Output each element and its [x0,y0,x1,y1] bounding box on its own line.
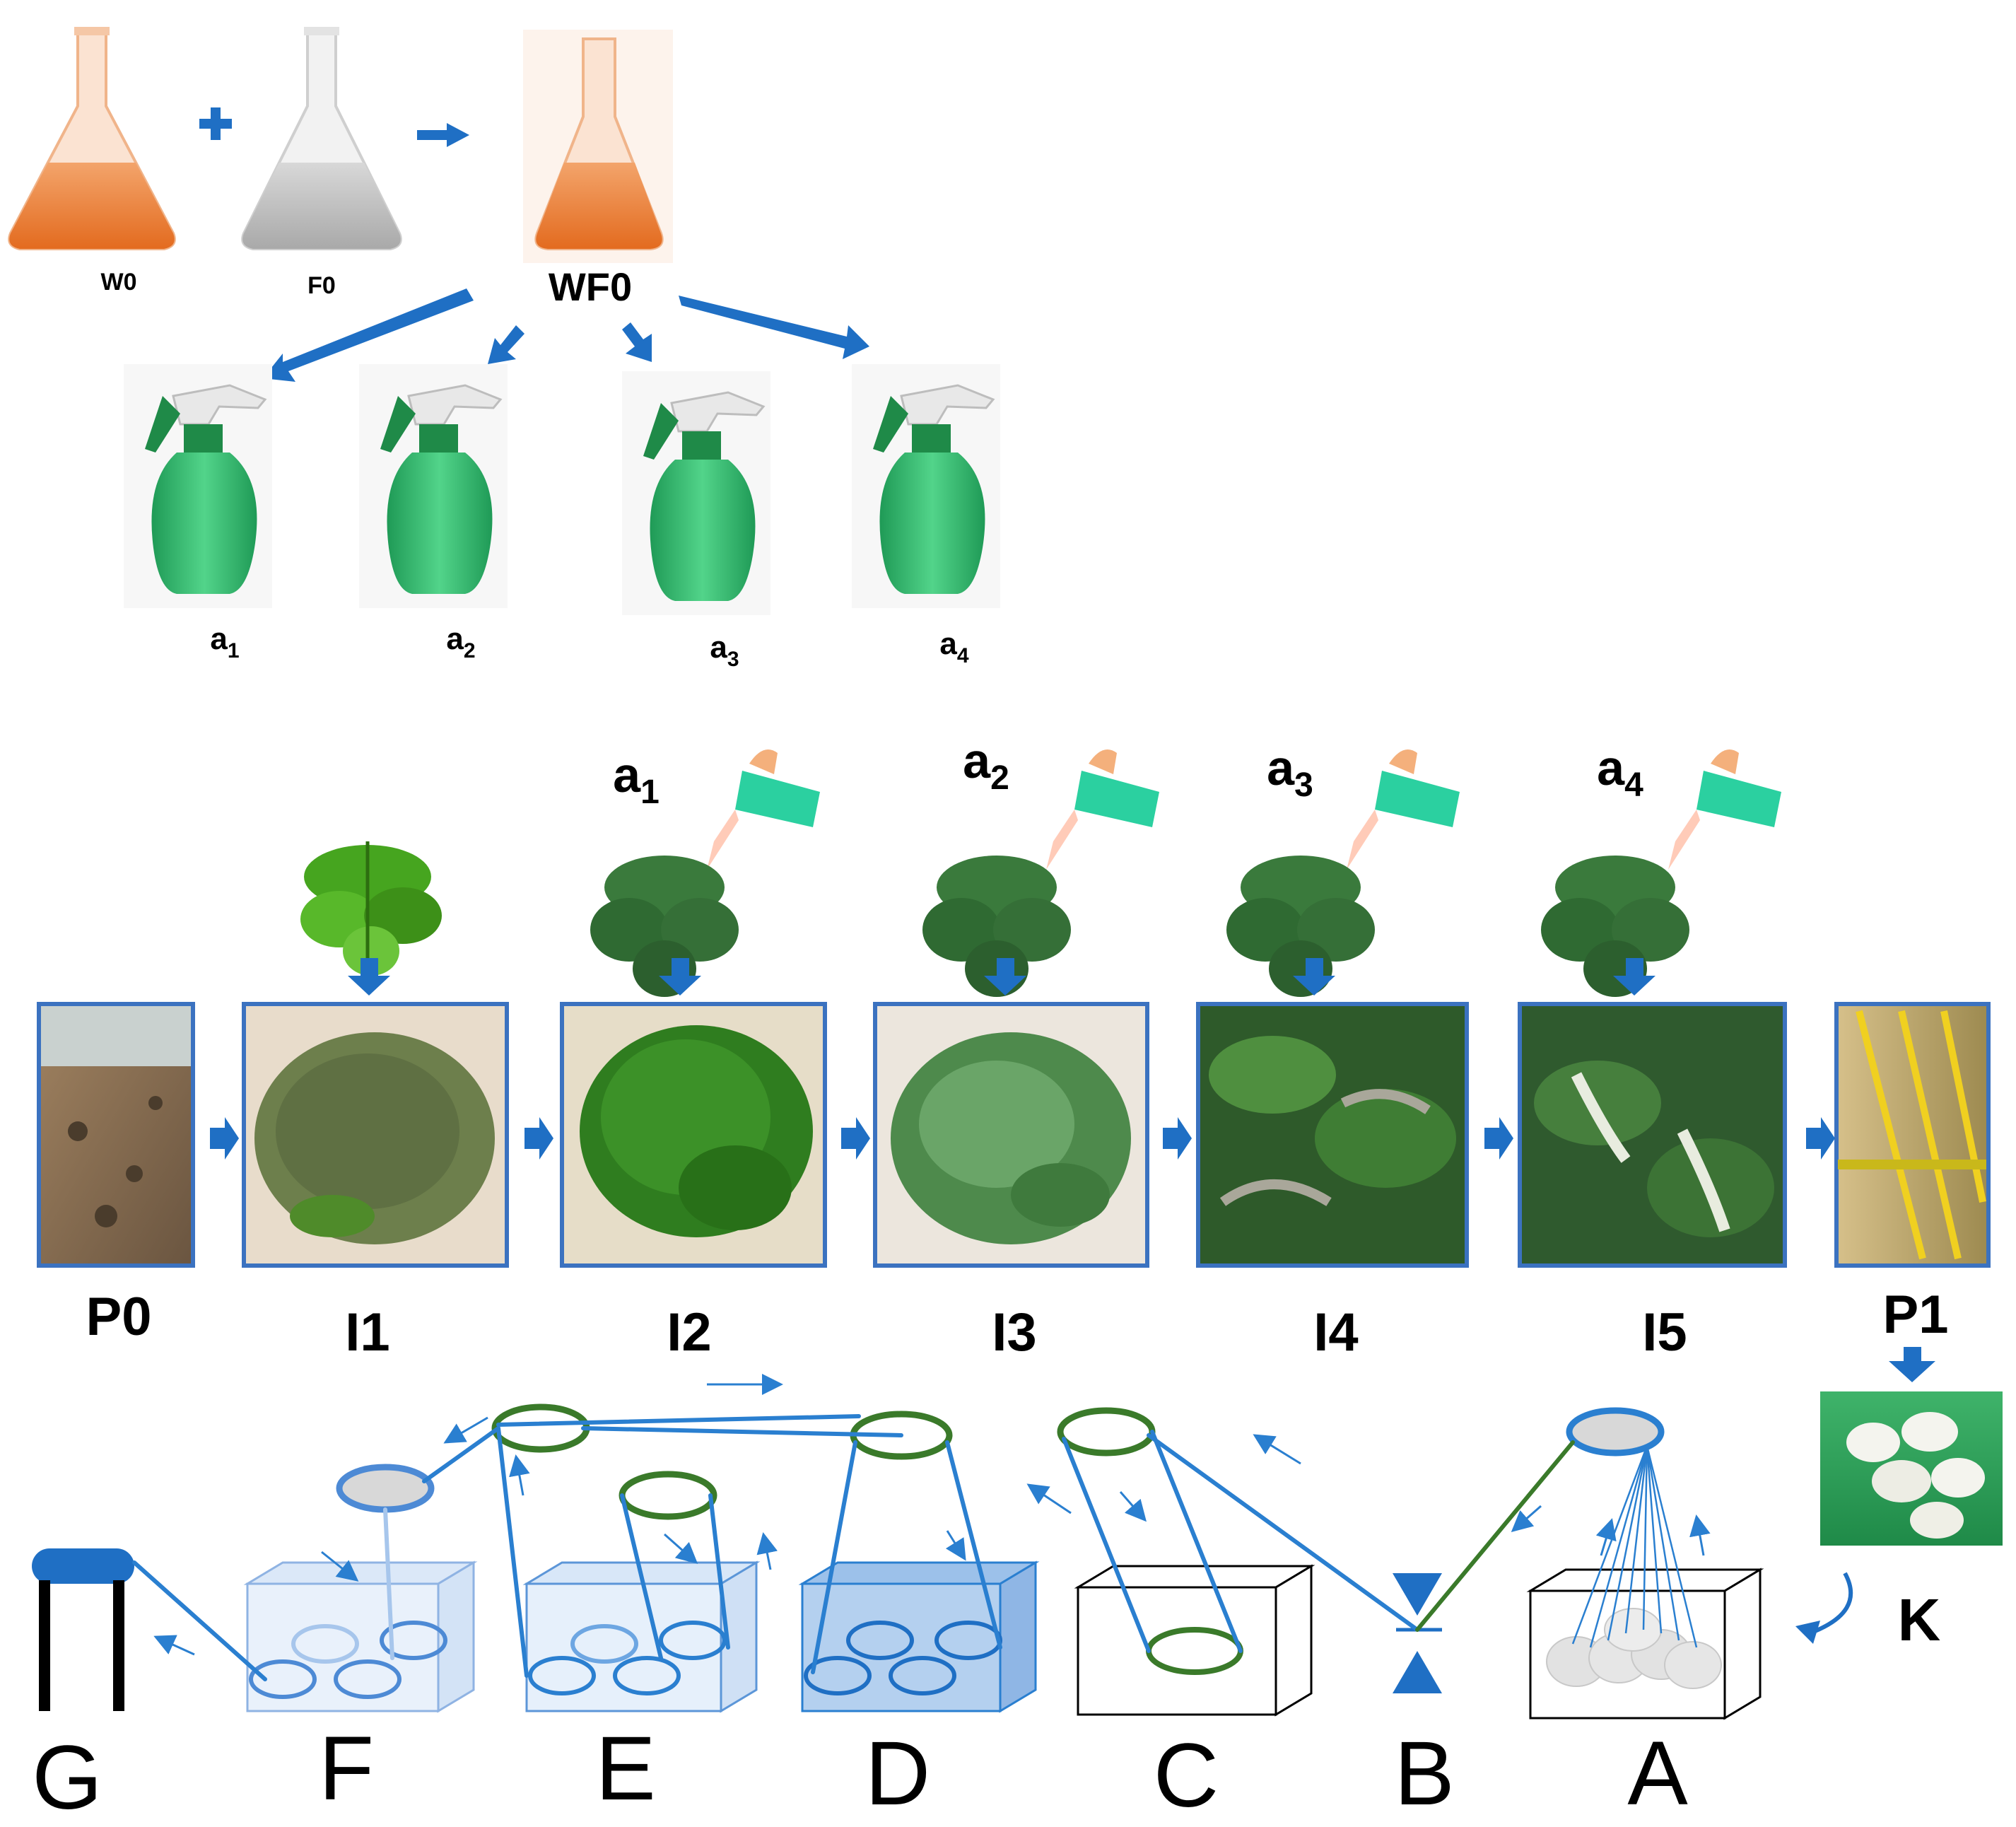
spray-hand-icon-2 [1046,749,1159,870]
unit-f-pulley [336,1464,435,1513]
right-arrow-icon [417,123,469,147]
stage-photo-i4 [1196,1002,1469,1268]
reeling-machine [32,1374,1764,1720]
stage-photo-i3 [873,1002,1149,1268]
sprayer-a3 [622,371,770,615]
sprayer-a2 [359,364,508,608]
unit-g-reel-stand [32,1548,134,1711]
arrow-to-a4 [679,296,869,359]
mulberry-leaf-icon-treated-3 [1226,856,1375,997]
flask-f0 [241,27,402,250]
unit-e-pulley [619,1471,717,1520]
stage-arrows [210,1117,1835,1160]
spray-label-a2: a2 [963,733,1009,797]
distribution-arrows [263,288,869,382]
unit-label-f: F [319,1718,374,1819]
stage-photo-p0 [37,1002,195,1268]
down-arrow-i3 [984,958,1026,996]
unit-label-d: D [865,1723,930,1824]
stage-label-i5: I5 [1642,1302,1687,1362]
mulberry-leaf-icon-fresh [300,841,442,976]
spray-label-a4: a4 [1597,740,1643,804]
stage-label-i1: I1 [345,1302,389,1362]
down-arrow-i5 [1613,958,1655,996]
spray-hand-icon-1 [707,749,820,870]
stage-photo-i1 [242,1002,509,1268]
cocoon-label-k: K [1898,1587,1941,1653]
spray-label-a3: a3 [1267,740,1313,804]
unit-d-basin [798,1560,1040,1713]
sprayer-a1 [124,364,272,608]
unit-e-basin [522,1560,761,1713]
arrow-to-a1 [263,288,474,382]
flask-wf0 [523,30,673,263]
down-arrows [348,958,1655,996]
sprayer-a4 [852,364,1000,608]
sprayer-label-a4: a4 [939,626,968,667]
unit-label-b: B [1394,1723,1454,1824]
stage-label-i2: I2 [667,1302,711,1362]
silk-thread-path [132,1414,1575,1681]
flask-w0 [8,27,176,250]
arrow-to-a3 [622,322,652,362]
down-arrow-k [1889,1347,1935,1382]
spray-hand-icon-3 [1347,749,1460,870]
label-w0: W0 [101,269,137,296]
unit-label-a: A [1627,1723,1688,1824]
unit-f-basin [243,1560,478,1713]
stage-label-i4: I4 [1313,1302,1358,1362]
unit-label-g: G [32,1727,102,1827]
label-f0: F0 [307,272,336,299]
unit-a-cocoon-basin [1526,1568,1764,1720]
top-pulley [491,1403,590,1453]
unit-b-hourglass-guide [1393,1573,1442,1693]
sprayer-label-a1: a1 [210,621,239,662]
label-wf0: WF0 [549,264,632,309]
arrow-to-a2 [488,325,524,364]
curved-arrow-k-to-a [1808,1572,1853,1635]
stage-label-p0: P0 [86,1287,152,1347]
mulberry-leaf-icon-treated-1 [590,856,739,997]
spray-label-a1: a1 [613,747,660,811]
sprayer-label-a3: a3 [710,630,739,671]
unit-label-c: C [1154,1725,1219,1826]
silk-filaments [1571,1445,1698,1648]
unit-c-basin [1074,1564,1315,1717]
stage-label-p1: P1 [1883,1285,1949,1345]
stage-photo-i2 [560,1002,827,1268]
down-arrow-i1 [348,958,390,996]
stage-label-i3: I3 [992,1302,1036,1362]
sprayer-label-a2: a2 [446,621,475,662]
unit-label-e: E [595,1718,655,1819]
down-arrow-i2 [659,958,701,996]
stage-photo-p1 [1834,1002,1991,1268]
unit-c-pulley [1057,1407,1156,1457]
plus-icon [199,107,232,140]
spray-hand-icon-4 [1668,749,1781,870]
cocoon-photo-k [1820,1391,2003,1546]
stage-photo-i5 [1518,1002,1787,1268]
unit-a-collector-pulley [1566,1407,1665,1457]
thread-direction-arrows [153,1374,1711,1656]
down-arrow-i4 [1293,958,1335,996]
